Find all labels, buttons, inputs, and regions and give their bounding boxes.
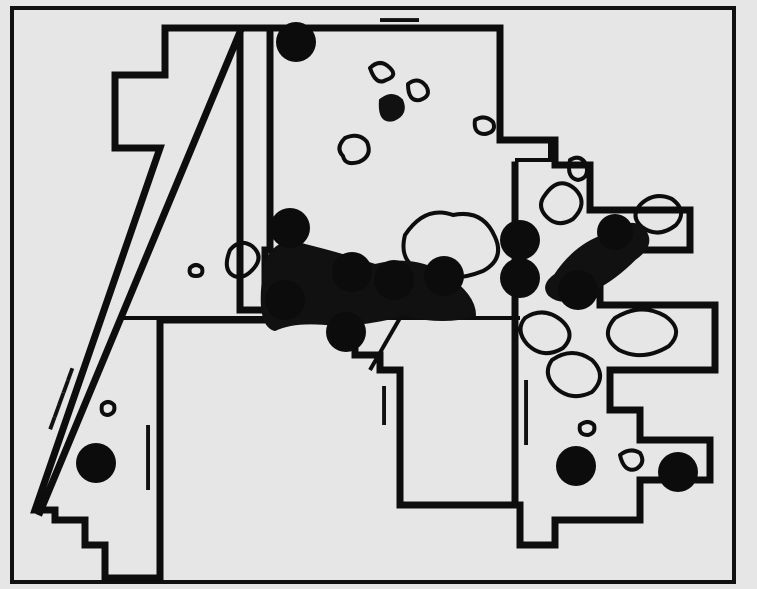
street-label-center-vertical: ▬▬▬ — [374, 386, 389, 425]
cluster-outline — [187, 263, 205, 278]
cluster-outline — [337, 133, 371, 166]
east-annex — [515, 140, 552, 162]
diagonal-road — [35, 27, 245, 517]
incident-dot — [76, 443, 116, 483]
street-label-top: ▬▬▬ — [380, 10, 419, 25]
cluster-outline — [606, 307, 678, 358]
cluster-outline — [618, 448, 645, 472]
incident-dot — [500, 258, 540, 298]
center-corridor — [368, 317, 402, 371]
incident-dot — [332, 252, 372, 292]
district-boundary — [30, 24, 719, 582]
incident-dot — [326, 312, 366, 352]
cluster-outline — [633, 194, 684, 235]
cluster-outline — [224, 240, 261, 279]
cluster-outline — [577, 420, 597, 437]
incident-dot — [270, 208, 310, 248]
cluster-outline — [368, 61, 396, 84]
incident-dot — [558, 270, 598, 310]
cluster-outline — [567, 155, 589, 182]
incident-dot — [276, 22, 316, 62]
map-frame — [10, 6, 736, 584]
incident-dot — [597, 214, 633, 250]
cluster-hotspot — [378, 94, 405, 122]
street-label-right-vertical: ▬▬▬▬▬ — [516, 380, 531, 445]
street-label-left-vertical: ▬▬▬▬▬ — [138, 425, 153, 490]
incident-dot — [424, 256, 464, 296]
cluster-hotspot — [260, 241, 477, 332]
cluster-outline — [406, 78, 430, 103]
incident-dot — [556, 446, 596, 486]
incident-dot — [658, 452, 698, 492]
cluster-outline — [99, 400, 117, 417]
cluster-outline — [518, 310, 572, 356]
incident-dot — [374, 260, 414, 300]
cluster-outline — [545, 351, 602, 399]
cluster-outline — [539, 181, 584, 226]
incident-dot — [265, 280, 305, 320]
cluster-outline — [472, 115, 496, 136]
incident-dot — [500, 220, 540, 260]
